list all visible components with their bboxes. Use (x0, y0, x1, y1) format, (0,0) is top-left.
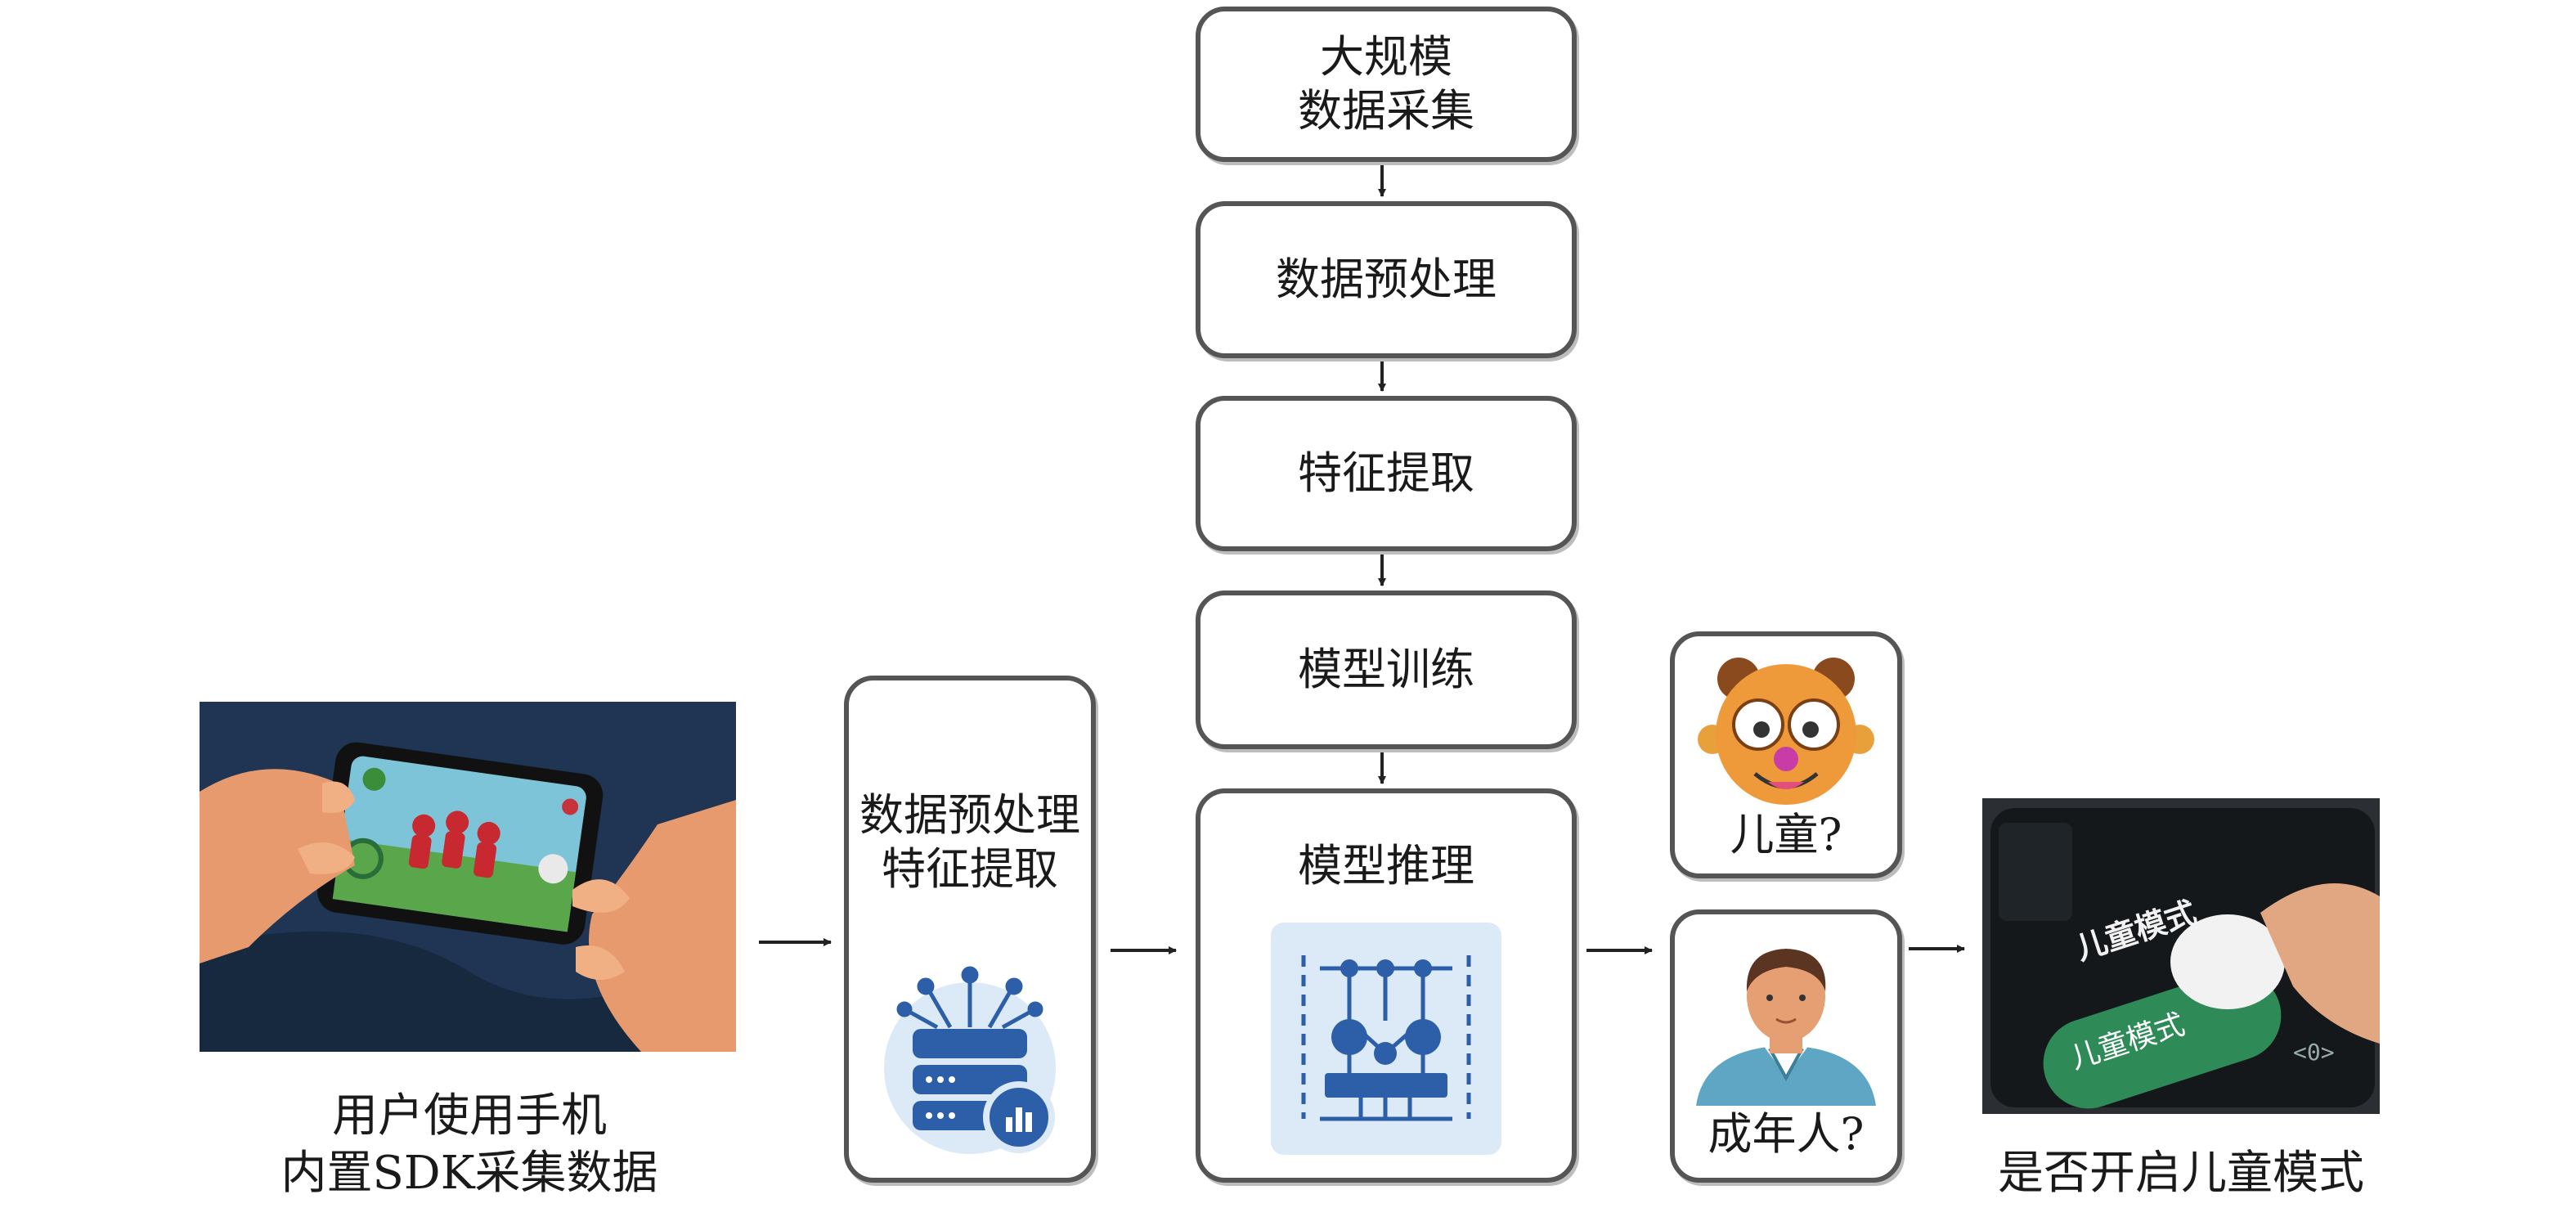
outcome-child-label: 儿童? (1730, 809, 1842, 860)
step-preprocessing-label: 数据预处理 (1276, 254, 1497, 305)
outcome-adult-box: 成年人? (1670, 909, 1902, 1183)
step-model-training-label: 模型训练 (1298, 644, 1474, 695)
step-feature-extraction: 特征提取 (1196, 396, 1577, 551)
model-inference-label: 模型推理 (1298, 840, 1474, 891)
preprocess-feature-line2: 特征提取 (882, 843, 1058, 895)
neural-network-icon (1271, 923, 1501, 1158)
step-data-collection-line1: 大规模 (1320, 31, 1452, 83)
outcome-child-box: 儿童? (1670, 631, 1902, 878)
adult-person-icon (1688, 926, 1884, 1109)
preprocess-feature-line1: 数据预处理 (859, 789, 1080, 841)
step-data-collection: 大规模 数据采集 (1196, 7, 1577, 162)
child-mode-phone-illustration: <0> 儿童模式 儿童模式 (1982, 798, 2380, 1114)
model-inference-box: 模型推理 (1196, 788, 1577, 1183)
preprocess-feature-box: 数据预处理 特征提取 (844, 676, 1096, 1183)
step-feature-extraction-label: 特征提取 (1298, 447, 1474, 499)
phone-caption: 用户使用手机 内置SDK采集数据 (201, 1088, 738, 1202)
database-network-icon (872, 954, 1068, 1161)
step-data-collection-line2: 数据采集 (1298, 85, 1474, 137)
result-caption: 是否开启儿童模式 (1998, 1147, 2364, 1200)
phone-caption-line1: 用户使用手机 (332, 1089, 607, 1143)
svg-text:<0>: <0> (2293, 1039, 2335, 1066)
step-model-training: 模型训练 (1196, 591, 1577, 749)
phone-gaming-illustration (200, 702, 736, 1052)
phone-caption-line2: 内置SDK采集数据 (280, 1147, 658, 1200)
step-preprocessing: 数据预处理 (1196, 201, 1577, 358)
outcome-adult-label: 成年人? (1708, 1108, 1865, 1160)
child-clown-icon (1680, 644, 1892, 811)
